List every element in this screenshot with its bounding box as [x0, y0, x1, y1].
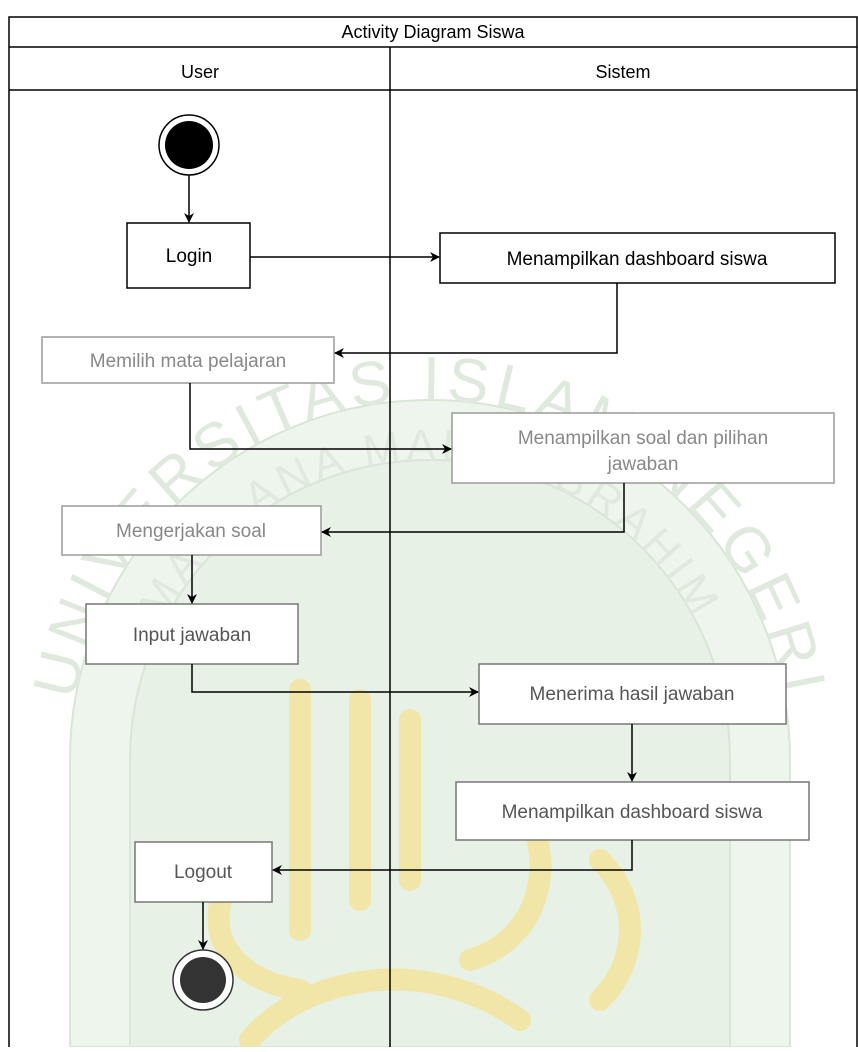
flow-dashboard-to-logout — [272, 840, 633, 875]
activity-show-questions: Menampilkan soal dan pilihan jawaban — [451, 412, 835, 484]
activity-logout: Logout — [134, 841, 273, 903]
svg-text:Login: Login — [166, 246, 213, 267]
svg-text:Menerima hasil jawaban: Menerima hasil jawaban — [530, 684, 735, 705]
svg-text:Mengerjakan soal: Mengerjakan soal — [116, 521, 266, 542]
activity-sys-dashboard-2: Menampilkan dashboard siswa — [455, 781, 810, 841]
activity-choose-subject: Memilih mata pelajaran — [41, 336, 335, 384]
activity-sys-dashboard-1: Menampilkan dashboard siswa — [439, 232, 836, 284]
diagram-title: Activity Diagram Siswa — [341, 22, 525, 42]
flow-dashboard-to-choose-subject — [334, 283, 618, 358]
flow-input-to-receive — [191, 664, 479, 697]
start-node — [158, 114, 220, 176]
svg-text:Menampilkan dashboard siswa: Menampilkan dashboard siswa — [507, 249, 768, 270]
svg-text:Menampilkan dashboard siswa: Menampilkan dashboard siswa — [502, 802, 763, 823]
flow-arrows — [184, 175, 637, 950]
activity-login: Login — [126, 222, 251, 289]
svg-text:Menampilkan soal dan pilihan: Menampilkan soal dan pilihan — [518, 428, 768, 449]
swimlane-frame — [8, 16, 858, 1052]
svg-text:Memilih mata pelajaran: Memilih mata pelajaran — [90, 351, 286, 372]
activity-do-questions: Mengerjakan soal — [61, 505, 322, 556]
svg-text:jawaban: jawaban — [607, 454, 679, 475]
activity-input-answer: Input jawaban — [85, 603, 299, 665]
lane-header-sistem: Sistem — [595, 62, 650, 82]
svg-text:Logout: Logout — [174, 862, 233, 883]
end-node — [172, 949, 234, 1011]
lane-header-user: User — [181, 62, 219, 82]
activity-receive-result: Menerima hasil jawaban — [478, 663, 787, 725]
flow-choose-to-show-questions — [189, 383, 452, 454]
flow-questions-to-do — [321, 483, 625, 537]
svg-text:Input jawaban: Input jawaban — [133, 625, 251, 646]
